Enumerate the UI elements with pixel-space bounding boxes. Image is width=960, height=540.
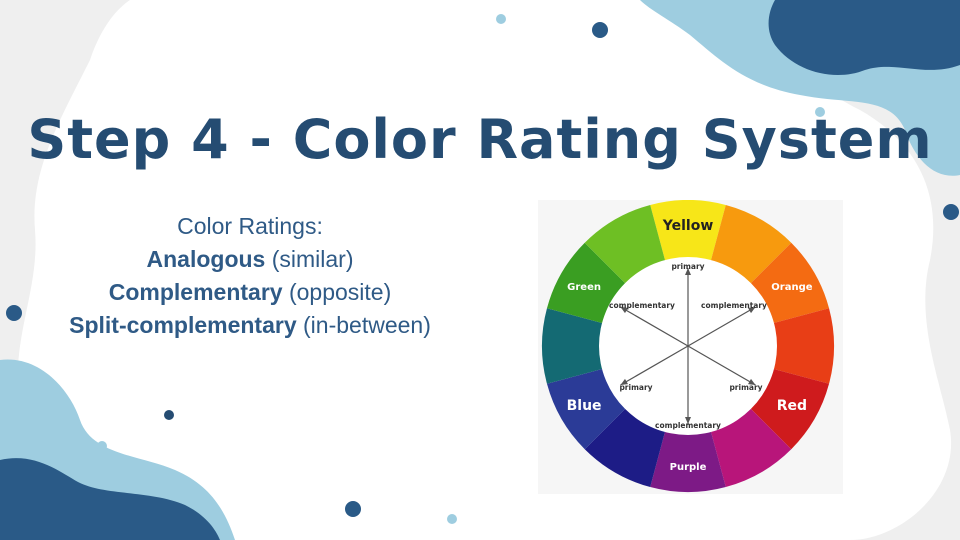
dot xyxy=(345,501,361,517)
arrow-label-upper-right: complementary xyxy=(701,301,767,310)
arrow-line xyxy=(687,345,756,386)
dark-blob-top-right xyxy=(768,0,960,76)
color-wheel: primary complementary complementary prim… xyxy=(541,200,835,493)
wheel-segment-label: Purple xyxy=(670,462,707,473)
arrow-head xyxy=(620,378,628,385)
wheel-segment-label: Orange xyxy=(771,282,812,293)
wheel-segment-label: Green xyxy=(567,282,601,293)
arrow-label-top: primary xyxy=(671,262,704,271)
arrow-label-bottom: complementary xyxy=(655,421,721,430)
arrow-head xyxy=(685,268,691,275)
arrow-head xyxy=(748,307,756,314)
rating-split-complementary: Split-complementary (in-between) xyxy=(40,309,460,342)
dot xyxy=(6,305,22,321)
color-ratings-list: Color Ratings: Analogous (similar) Compl… xyxy=(40,210,460,342)
arrow-line xyxy=(620,306,689,347)
rating-note: (in-between) xyxy=(303,312,431,338)
rating-complementary: Complementary (opposite) xyxy=(40,276,460,309)
arrow-label-lower-left: primary xyxy=(619,383,652,392)
arrow-line xyxy=(687,306,756,347)
rating-term: Analogous xyxy=(146,246,266,272)
rating-note: (opposite) xyxy=(288,279,392,305)
arrow-head xyxy=(620,307,628,314)
arrow-head xyxy=(685,417,691,424)
rating-term: Split-complementary xyxy=(69,312,297,338)
arrow-line xyxy=(620,345,689,386)
wheel-segment-label: Blue xyxy=(567,398,602,414)
rating-term: Complementary xyxy=(108,279,283,305)
dot xyxy=(815,107,825,117)
dot xyxy=(447,514,457,524)
wheel-segment-label: Yellow xyxy=(662,218,714,234)
dot xyxy=(592,22,608,38)
slide-title: Step 4 - Color Rating System xyxy=(27,108,933,171)
color-wheel-image: primary complementary complementary prim… xyxy=(538,200,843,494)
dark-blob-bottom-left xyxy=(0,458,220,540)
arrow-label-upper-left: complementary xyxy=(609,301,675,310)
arrow-label-lower-right: primary xyxy=(729,383,762,392)
ratings-heading: Color Ratings: xyxy=(177,213,323,239)
rating-analogous: Analogous (similar) xyxy=(40,243,460,276)
arrow-head xyxy=(748,378,756,385)
dot xyxy=(164,410,174,420)
wheel-segment-label: Red xyxy=(777,398,807,414)
dot xyxy=(943,204,959,220)
dot xyxy=(97,441,107,451)
rating-note: (similar) xyxy=(271,246,354,272)
dot xyxy=(496,14,506,24)
